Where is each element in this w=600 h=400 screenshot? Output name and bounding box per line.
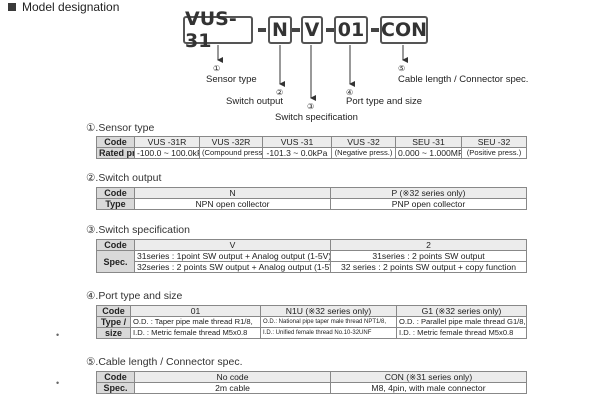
code-label: Code [96, 187, 135, 199]
callout-number-5: ⑤ [398, 64, 406, 73]
section-title-switch-output: ②.Switch output [86, 172, 162, 184]
type-size-label-1: Type / [96, 316, 131, 328]
spec-v-line-1: 31series : 1point SW output + Analog out… [134, 250, 331, 262]
range-compound-note: (Compound press.) [199, 147, 263, 159]
side-mark: • [56, 378, 60, 388]
sensor-code: SEU -31 [395, 136, 462, 148]
callout-sensor-type: Sensor type [206, 74, 257, 85]
sensor-code: SEU -32 [461, 136, 527, 148]
cable-2m: 2m cable [134, 382, 331, 394]
model-code-switch-output: N [268, 16, 292, 44]
callout-switch-spec: Switch specification [275, 112, 358, 123]
cable-code-none: No code [134, 371, 331, 383]
model-code-switch-spec: V [301, 16, 323, 44]
switch-spec-table: Code V 2 Spec. 31series : 1point SW outp… [96, 239, 527, 273]
spec-2-line-2: 32 series : 2 points SW output + copy fu… [330, 261, 527, 273]
port-g1-od: O.D. : Parallel pipe male thread G1/8, [396, 316, 527, 328]
port-g1-id: I.D. : Metric female thread M5x0.8 [396, 327, 527, 339]
sensor-code: VUS -31R [134, 136, 200, 148]
port-01-od: O.D. : Taper pipe male thread R1/8, [130, 316, 261, 328]
callout-number-3: ③ [307, 102, 315, 111]
port-code-n1u: N1U (※32 series only) [260, 305, 397, 317]
range-positive-note: (Positive press.) [461, 147, 527, 159]
range-compound: -100.0 ~ 100.0kPa [134, 147, 200, 159]
cable-code-con: CON (※31 series only) [330, 371, 527, 383]
cable-table: Code No code CON (※31 series only) Spec.… [96, 371, 527, 394]
port-code-g1: G1 (※32 series only) [396, 305, 527, 317]
model-dash [258, 28, 266, 32]
output-npn: NPN open collector [134, 198, 331, 210]
section-title-switch-spec: ③.Switch specification [86, 224, 190, 236]
callout-arrows [217, 45, 408, 101]
model-dash [326, 28, 334, 32]
section-title-cable: ⑤.Cable length / Connector spec. [86, 356, 243, 368]
switch-output-table: Code N P (※32 series only) Type NPN open… [96, 187, 527, 210]
type-label: Type [96, 198, 135, 210]
output-pnp: PNP open collector [330, 198, 527, 210]
port-01-id: I.D. : Metric female thread M5x0.8 [130, 327, 261, 339]
port-n1u-id: I.D.: Unified female thread No.10-32UNF [260, 327, 397, 339]
model-code-port: 01 [334, 16, 368, 44]
rated-range-label: Rated press. range [96, 147, 135, 159]
sensor-type-table: Code VUS -31R VUS -32R VUS -31 VUS -32 S… [96, 136, 527, 159]
callout-switch-output: Switch output [226, 96, 284, 107]
sensor-code: VUS -31 [262, 136, 332, 148]
callout-cable-length: Cable length / Connector spec. [398, 74, 529, 85]
callout-number-2: ② [276, 88, 284, 97]
spec-code-v: V [134, 239, 331, 251]
code-label: Code [96, 239, 135, 251]
spec-label: Spec. [96, 250, 135, 273]
spec-code-2: 2 [330, 239, 527, 251]
section-title-sensor-type: ①.Sensor type [86, 122, 155, 134]
model-code-cable: CON [380, 16, 428, 44]
page-header: Model designation [8, 0, 119, 14]
range-negative: -101.3 ~ 0.0kPa [262, 147, 332, 159]
type-size-label-2: size [96, 327, 131, 339]
port-type-table: Code 01 N1U (※32 series only) G1 (※32 se… [96, 305, 527, 339]
square-bullet-icon [8, 3, 16, 11]
page-title: Model designation [22, 0, 120, 14]
model-dash [371, 28, 379, 32]
model-dash [292, 28, 300, 32]
range-negative-note: (Negative press.) [331, 147, 396, 159]
output-code-n: N [134, 187, 331, 199]
cable-m8-connector: M8, 4pin, with male connector [330, 382, 527, 394]
sensor-code: VUS -32 [331, 136, 396, 148]
code-label: Code [96, 371, 135, 383]
port-n1u-od: O.D.: National pipe taper male thread NP… [260, 316, 397, 328]
code-label: Code [96, 136, 135, 148]
range-positive: 0.000 ~ 1.000MPa [395, 147, 462, 159]
sensor-code: VUS -32R [199, 136, 263, 148]
port-code-01: 01 [130, 305, 261, 317]
model-code-sensor-type: VUS-31 [183, 8, 253, 52]
callout-number-1: ① [213, 64, 221, 73]
callout-port-type: Port type and size [346, 96, 423, 107]
spec-v-line-2: 32series : 2 points SW output + Analog o… [134, 261, 331, 273]
callout-number-4: ④ [346, 88, 354, 97]
spec-label: Spec. [96, 382, 135, 394]
section-title-port-type: ④.Port type and size [86, 290, 183, 302]
output-code-p: P (※32 series only) [330, 187, 527, 199]
code-label: Code [96, 305, 131, 317]
side-mark: • [56, 330, 60, 340]
spec-2-line-1: 31series : 2 points SW output [330, 250, 527, 262]
